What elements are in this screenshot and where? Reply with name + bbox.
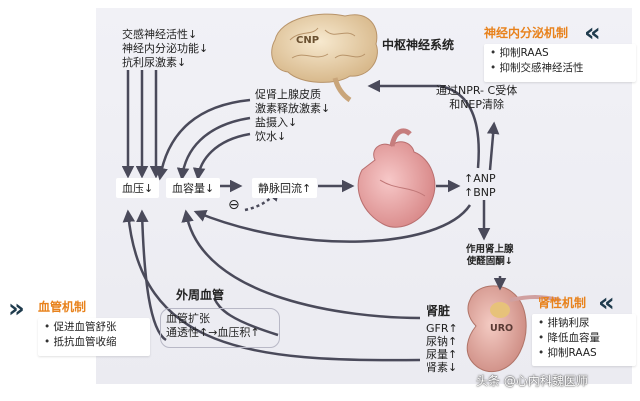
neuro-item: 抑制交感神经活性 bbox=[490, 61, 630, 76]
adrenal-line-2: 使醛固酮↓ bbox=[466, 256, 513, 267]
neuro-box: 抑制RAAS 抑制交感神经活性 bbox=[484, 44, 636, 82]
renal-box: 排钠利尿 降低血容量 抑制RAAS bbox=[532, 314, 636, 366]
renal-item: 降低血容量 bbox=[538, 331, 630, 346]
top-left-effects: 交感神经活性↓ 神经内分泌功能↓ 抗利尿激素↓ bbox=[122, 28, 232, 70]
brain-label: CNP bbox=[296, 35, 320, 46]
blood-volume-label: 血容量↓ bbox=[166, 178, 221, 198]
npr-line-2: 和NEP清除 bbox=[449, 98, 505, 111]
inhibit-symbol: ⊖ bbox=[228, 197, 240, 213]
venous-return-label: 静脉回流↑ bbox=[252, 178, 318, 198]
npr-line-1: 通过NPR- C受体 bbox=[436, 84, 518, 97]
kidney-urine: 尿量↑ bbox=[426, 348, 458, 361]
peptide-labels: ↑ANP ↑BNP bbox=[464, 172, 496, 200]
effect-adh: 抗利尿激素↓ bbox=[122, 56, 187, 69]
adrenal-line-1: 作用肾上腺 bbox=[466, 244, 514, 255]
effect-water: 饮水↓ bbox=[255, 130, 287, 143]
kidney-illustration bbox=[466, 285, 561, 373]
neuro-item: 抑制RAAS bbox=[490, 46, 630, 61]
chevron-left-icon: « bbox=[584, 18, 601, 48]
bnp-label: ↑BNP bbox=[464, 186, 496, 199]
middle-effects: 促肾上腺皮质 激素释放激素↓ 盐摄入↓ 饮水↓ bbox=[255, 88, 330, 144]
peripheral-vessel-title: 外周血管 bbox=[176, 288, 225, 302]
vessel-dilation: 血管扩张 bbox=[166, 312, 210, 325]
vascular-box: 促进血管舒张 抵抗血管收缩 bbox=[38, 318, 150, 356]
effect-neuroendocrine: 神经内分泌功能↓ bbox=[122, 42, 209, 55]
heart-illustration bbox=[357, 128, 436, 228]
chevron-right-icon: » bbox=[8, 294, 25, 324]
npr-clearance: 通过NPR- C受体 和NEP清除 bbox=[436, 84, 517, 112]
effect-sympathetic: 交感神经活性↓ bbox=[122, 28, 198, 41]
watermark: 头条 @心内科魏医师 bbox=[476, 374, 588, 388]
kidney-title: 肾脏 bbox=[426, 304, 451, 318]
peripheral-effects-frame bbox=[160, 308, 280, 348]
effect-crh-2: 激素释放激素↓ bbox=[255, 102, 331, 115]
kidney-organ-label: URO bbox=[490, 323, 514, 334]
anp-label: ↑ANP bbox=[464, 172, 496, 185]
kidney-natriuresis: 尿钠↑ bbox=[426, 335, 458, 348]
effect-salt: 盐摄入↓ bbox=[255, 116, 298, 129]
kidney-gfr: GFR↑ bbox=[426, 322, 458, 335]
vessel-permeability: 通透性↑→血压积↑ bbox=[166, 326, 260, 339]
vascular-item: 促进血管舒张 bbox=[44, 320, 144, 335]
kidney-effects: GFR↑ 尿钠↑ 尿量↑ 肾素↓ bbox=[426, 322, 458, 374]
neuro-box-title: 神经内分泌机制 bbox=[484, 26, 569, 40]
renal-item: 排钠利尿 bbox=[538, 316, 630, 331]
blood-pressure-label: 血压↓ bbox=[116, 178, 160, 198]
cns-title: 中枢神经系统 bbox=[382, 38, 455, 52]
adrenal-label: 作用肾上腺 使醛固酮↓ bbox=[466, 244, 514, 268]
vascular-item: 抵抗血管收缩 bbox=[44, 335, 144, 350]
renal-box-title: 肾性机制 bbox=[538, 296, 587, 310]
peripheral-effects: 血管扩张 通透性↑→血压积↑ bbox=[166, 312, 260, 340]
chevron-left-icon: « bbox=[598, 288, 615, 318]
renal-item: 抑制RAAS bbox=[538, 346, 630, 361]
kidney-renin: 肾素↓ bbox=[426, 361, 458, 374]
effect-crh-1: 促肾上腺皮质 bbox=[255, 88, 321, 101]
vascular-box-title: 血管机制 bbox=[38, 300, 87, 314]
brain-illustration bbox=[271, 13, 378, 103]
